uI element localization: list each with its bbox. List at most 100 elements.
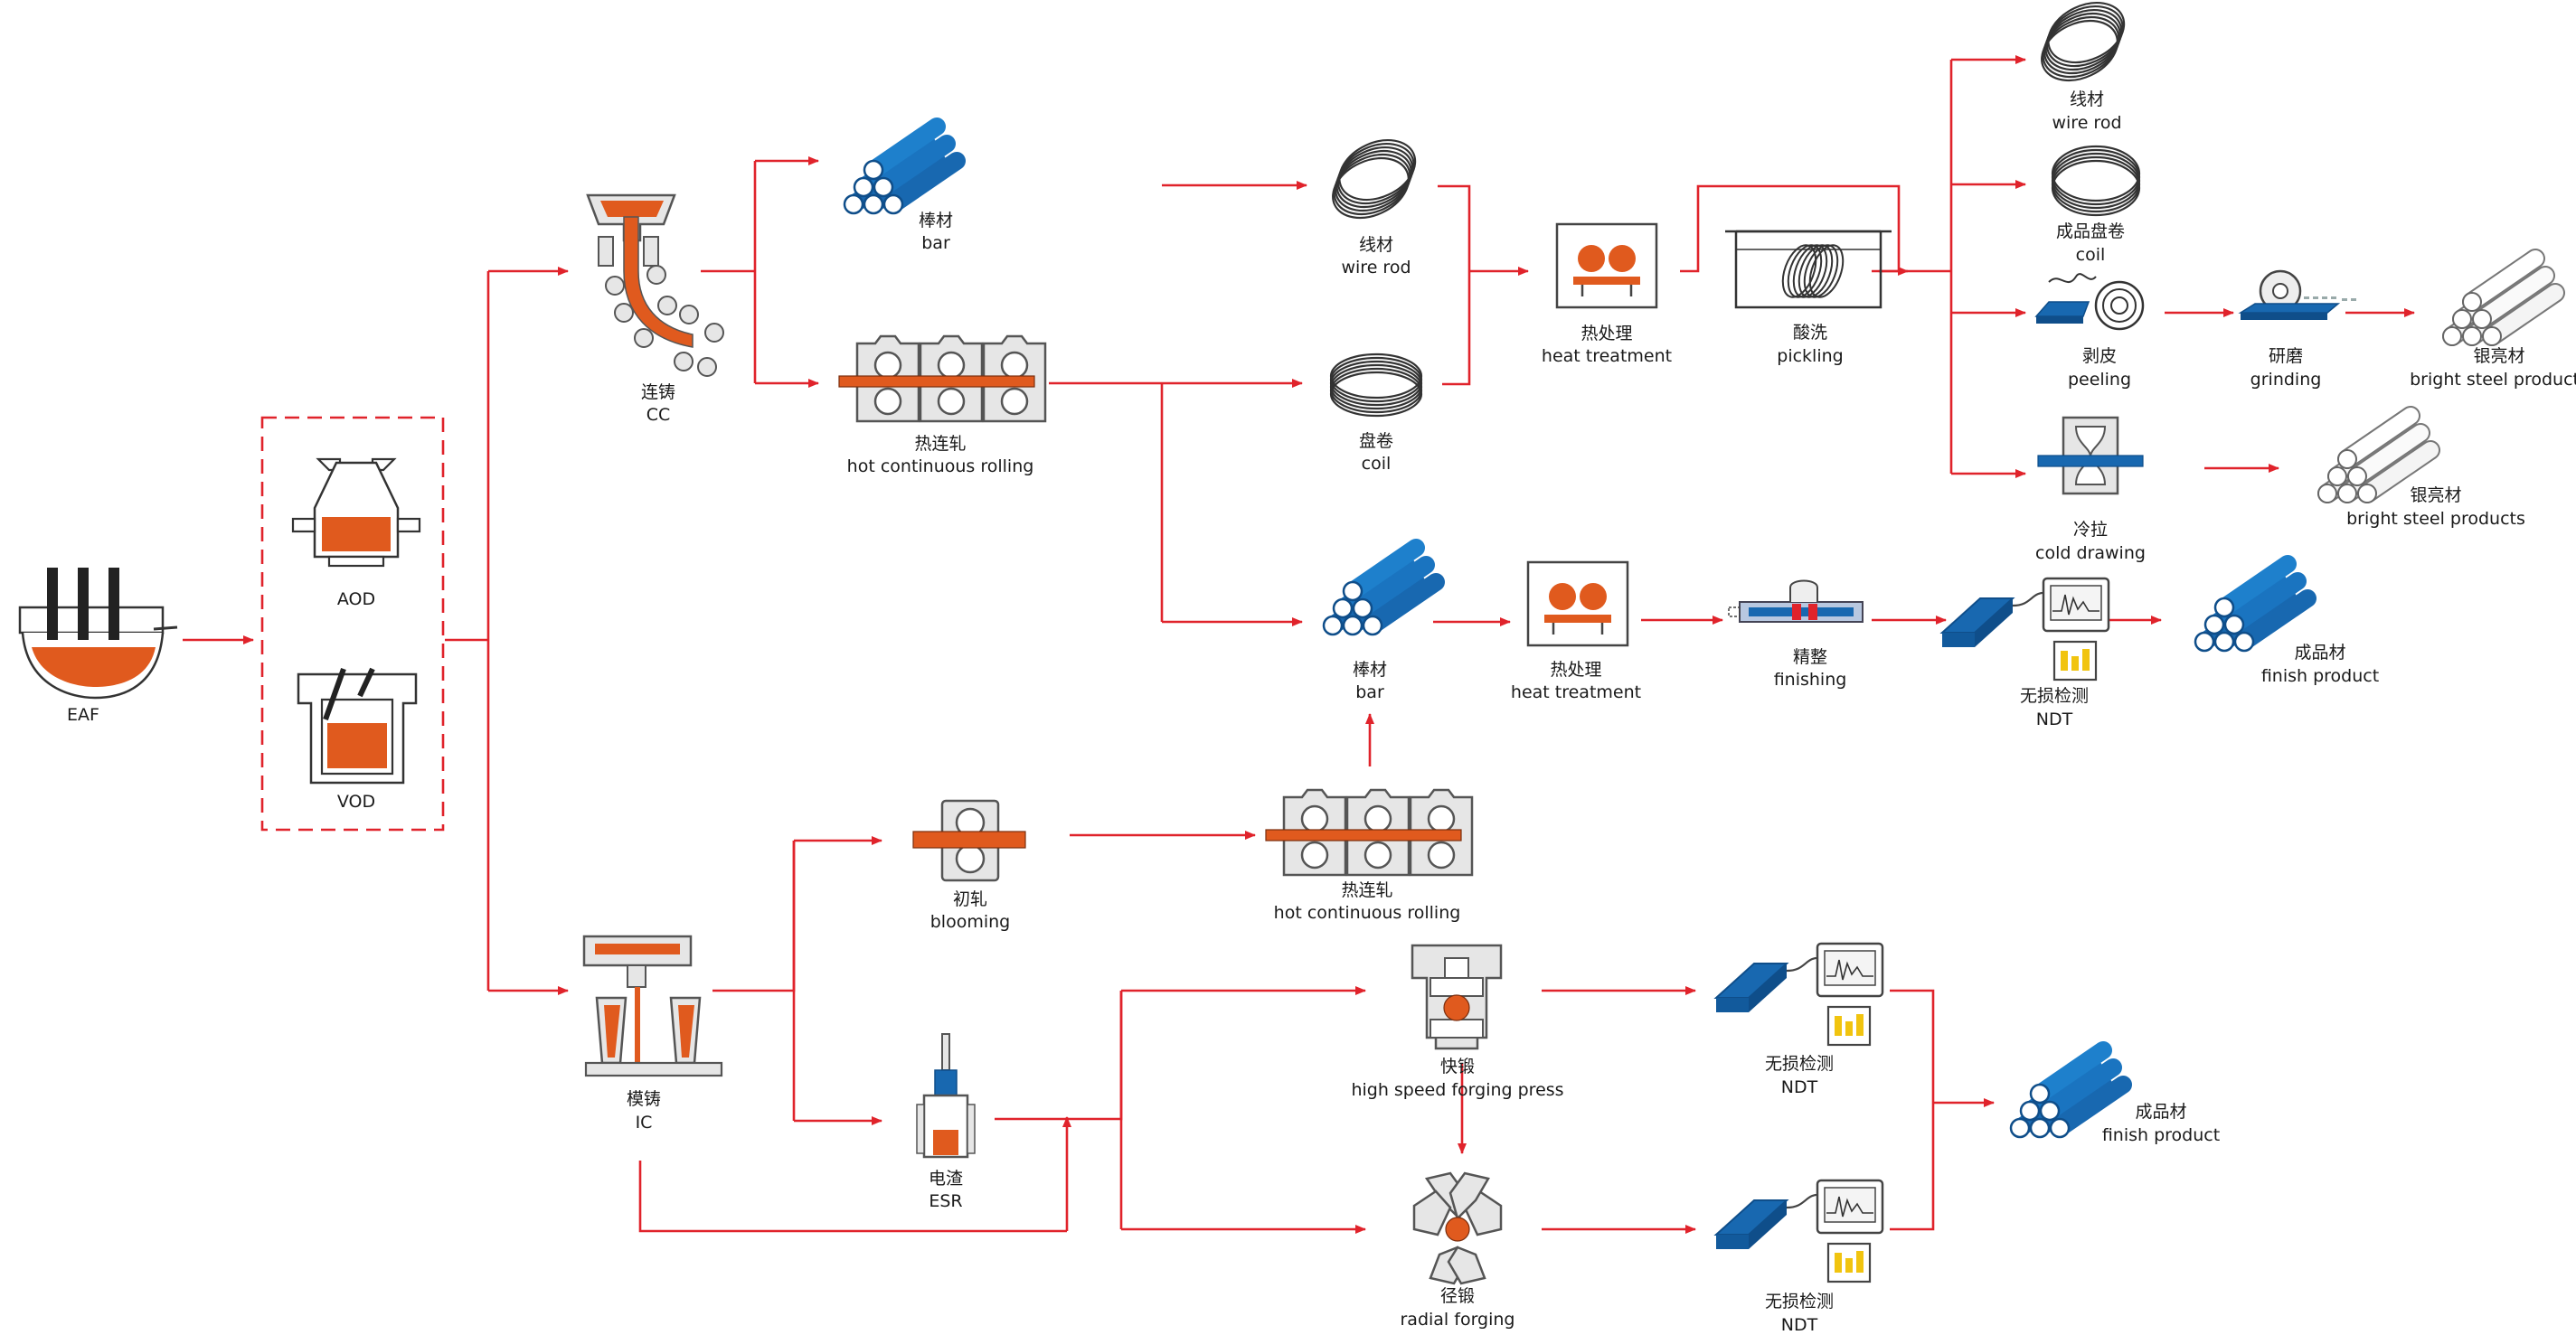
peeling-machine-icon	[2034, 273, 2145, 331]
ndt-1-label-en: NDT	[2036, 710, 2073, 729]
ingot-casting-icon	[582, 935, 723, 1077]
coil-icon	[2051, 145, 2141, 217]
heat-treatment-furnace-icon	[1526, 560, 1629, 647]
blooming-mill-icon	[912, 799, 1026, 882]
finish-product-1-label-zh: 成品材	[2294, 643, 2345, 663]
heat-treatment-1-label-zh: 热处理	[1581, 324, 1632, 343]
heat-treatment-furnace-icon	[1555, 222, 1658, 309]
blooming-label-zh: 初轧	[953, 889, 987, 909]
finishing-label-zh: 精整	[1793, 647, 1827, 667]
esr-furnace-icon	[916, 1033, 976, 1159]
bar-bundle-icon	[845, 127, 957, 213]
pickling-tank-icon	[1725, 230, 1892, 309]
aod-label-en: AOD	[337, 589, 375, 609]
ndt-1-node: 无损检测 NDT	[1940, 577, 2110, 729]
electric-arc-furnace-icon	[18, 568, 178, 700]
coil-2-label-en: coil	[2076, 245, 2106, 265]
finishing-label-en: finishing	[1774, 670, 1847, 690]
blooming-label-en: blooming	[930, 912, 1010, 932]
coil-1-node: 盘卷 coil	[1329, 353, 1423, 474]
cold-drawing-label-zh: 冷拉	[2073, 520, 2108, 540]
bright-steel-2-label-zh: 银亮材	[2410, 485, 2461, 505]
ndt-device-icon	[1714, 942, 1884, 1047]
finish-product-1-node: 成品材 finish product	[2195, 564, 2379, 686]
hot-rolling-2-label-en: hot continuous rolling	[1274, 903, 1461, 923]
bar-2-label-en: bar	[1355, 682, 1384, 702]
forging-press-icon	[1411, 944, 1503, 1050]
coil-2-label-zh: 成品盘卷	[2056, 221, 2125, 241]
bar-bundle-icon	[2011, 1050, 2123, 1137]
bright-steel-1-label-zh: 银亮材	[2473, 346, 2524, 366]
wire-rod-2-label-en: wire rod	[2052, 113, 2121, 133]
coil-icon	[1329, 353, 1423, 418]
bright-steel-2-node: 银亮材 bright steel products	[2318, 416, 2525, 529]
bright-steel-1-node: 银亮材 bright steel products	[2410, 259, 2576, 390]
heat-treatment-1-label-en: heat treatment	[1542, 346, 1672, 366]
ic-node: 模铸 IC	[582, 935, 723, 1133]
wire-rod-1-label-zh: 线材	[1359, 235, 1393, 255]
forging-press-label-zh: 快锻	[1440, 1057, 1475, 1076]
coil-2-node: 成品盘卷 coil	[2051, 145, 2141, 265]
grinding-label-zh: 研磨	[2269, 346, 2303, 366]
pickling-node: 酸洗 pickling	[1725, 230, 1892, 366]
vod-vessel-icon	[297, 667, 418, 785]
rolling-mill-icon	[1265, 788, 1474, 877]
rolling-mill-icon	[838, 334, 1047, 423]
heat-treatment-1-node: 热处理 heat treatment	[1542, 222, 1672, 366]
bar-bundle-icon	[2195, 564, 2307, 651]
heat-treatment-2-node: 热处理 heat treatment	[1511, 560, 1641, 702]
hot-rolling-1-label-zh: 热连轧	[914, 434, 966, 454]
bar-cc-node: 棒材 bar	[845, 127, 957, 253]
hot-rolling-1-node: 热连轧 hot continuous rolling	[838, 334, 1047, 476]
esr-label-zh: 电渣	[929, 1169, 963, 1189]
radial-forging-label-zh: 径锻	[1440, 1286, 1475, 1306]
vod-node: VOD	[297, 667, 418, 812]
radial-forging-label-en: radial forging	[1401, 1310, 1515, 1330]
peeling-label-zh: 剥皮	[2082, 346, 2117, 366]
flow-arrows	[183, 55, 2415, 1234]
wire-rod-1-label-en: wire rod	[1341, 258, 1411, 277]
ic-label-zh: 模铸	[627, 1089, 661, 1109]
pickling-label-zh: 酸洗	[1793, 323, 1827, 343]
bar-2-label-zh: 棒材	[1353, 660, 1387, 680]
ndt-2-label-en: NDT	[1781, 1077, 1818, 1097]
cold-drawing-label-en: cold drawing	[2035, 543, 2146, 563]
eaf-node: EAF	[18, 568, 178, 725]
vod-label-en: VOD	[337, 792, 375, 812]
ndt-2-label-zh: 无损检测	[1765, 1054, 1834, 1074]
bright-bar-bundle-icon	[2443, 259, 2555, 345]
cc-label-en: CC	[646, 405, 671, 425]
grinding-label-en: grinding	[2250, 370, 2322, 390]
bright-steel-2-label-en: bright steel products	[2346, 509, 2525, 529]
wire-rod-1-node: 线材 wire rod	[1322, 127, 1426, 277]
aod-node: AOD	[291, 457, 421, 609]
finishing-line-icon	[1728, 579, 1864, 623]
ndt-device-icon	[1940, 577, 2110, 682]
bar-cc-label-en: bar	[921, 233, 950, 253]
cold-drawing-die-icon	[2037, 416, 2144, 495]
peeling-node: 剥皮 peeling	[2034, 273, 2145, 390]
coil-1-label-zh: 盘卷	[1359, 431, 1393, 451]
ndt-3-node: 无损检测 NDT	[1714, 1179, 1884, 1335]
ndt-device-icon	[1714, 1179, 1884, 1283]
bar-bundle-icon	[1324, 548, 1436, 635]
eaf-label-en: EAF	[67, 705, 99, 725]
hot-rolling-1-label-en: hot continuous rolling	[847, 456, 1034, 476]
ndt-3-label-en: NDT	[1781, 1315, 1818, 1335]
bar-2-node: 棒材 bar	[1324, 548, 1436, 702]
radial-forging-node: 径锻 radial forging	[1401, 1171, 1515, 1330]
blooming-node: 初轧 blooming	[912, 799, 1026, 932]
wire-rod-2-label-zh: 线材	[2070, 89, 2104, 109]
heat-treatment-2-label-en: heat treatment	[1511, 682, 1641, 702]
peeling-label-en: peeling	[2068, 370, 2131, 390]
heat-treatment-2-label-zh: 热处理	[1550, 660, 1601, 680]
finish-product-2-label-en: finish product	[2102, 1125, 2220, 1145]
wire-coil-icon	[2031, 0, 2135, 93]
refining-group-box	[260, 416, 445, 832]
wire-rod-2-node: 线材 wire rod	[2031, 0, 2135, 133]
bar-cc-label-zh: 棒材	[919, 211, 953, 230]
wire-coil-icon	[1322, 127, 1426, 230]
bright-steel-1-label-en: bright steel products	[2410, 370, 2576, 390]
finish-product-2-node: 成品材 finish product	[2011, 1050, 2220, 1145]
